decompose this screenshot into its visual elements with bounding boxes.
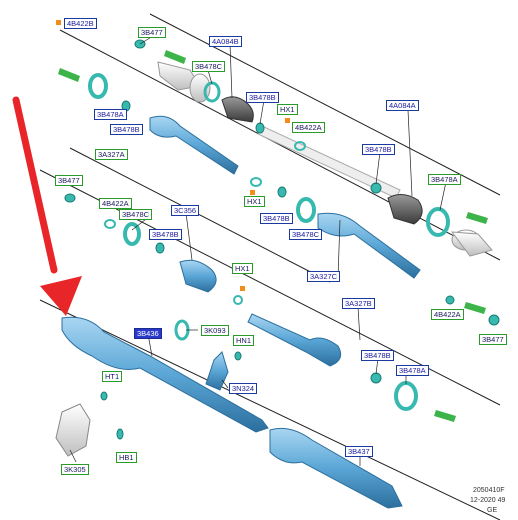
footer-region: GE [487,507,498,514]
label-3N324[interactable]: 3N324 [229,383,258,394]
label-3B478B-left[interactable]: 3B478B [110,124,143,135]
red-arrow-icon [12,96,82,316]
middle-shaft-assembly [64,177,421,305]
lower-right-shaft-assembly [247,295,500,422]
label-HN1[interactable]: HN1 [233,335,255,346]
label-3B478C-mid[interactable]: 3B478C [119,209,153,220]
upper-shaft-assembly [56,20,493,257]
label-3K093[interactable]: 3K093 [201,325,229,336]
label-4B422A-top[interactable]: 4B422A [292,122,325,133]
label-3B436-highlighted[interactable]: 3B436 [134,328,162,339]
label-3B437[interactable]: 3B437 [345,446,373,457]
label-3B478A-low[interactable]: 3B478A [396,365,429,376]
label-3K305[interactable]: 3K305 [61,464,89,475]
label-3A327C[interactable]: 3A327C [307,271,341,282]
label-3B478B-low[interactable]: 3B478B [361,350,394,361]
label-3B478B-mid2[interactable]: 3B478B [260,213,293,224]
label-3B477-top[interactable]: 3B477 [138,27,166,38]
label-3B477-mid[interactable]: 3B477 [55,175,83,186]
label-HX1-top[interactable]: HX1 [277,104,298,115]
footer-code: 2050410F [473,487,505,494]
label-HX1-mid[interactable]: HX1 [244,196,265,207]
label-4A084A[interactable]: 4A084A [386,100,419,111]
label-3B478B-mid[interactable]: 3B478B [149,229,182,240]
label-4B422A-mid[interactable]: 4B422A [99,198,132,209]
label-3B478C-mid2[interactable]: 3B478C [289,229,323,240]
bottom-main-shaft [55,316,403,509]
label-4A084B[interactable]: 4A084B [209,36,242,47]
label-4B422B[interactable]: 4B422B [64,18,97,29]
label-3A327A[interactable]: 3A327A [95,149,128,160]
label-3A327B[interactable]: 3A327B [342,298,375,309]
label-HB1[interactable]: HB1 [116,452,137,463]
label-3B478B-right[interactable]: 3B478B [362,144,395,155]
label-HX1-low[interactable]: HX1 [232,263,253,274]
label-3C356[interactable]: 3C356 [171,205,200,216]
label-3B478C-top[interactable]: 3B478C [192,61,226,72]
label-4B422A-low[interactable]: 4B422A [431,309,464,320]
label-3B477-low[interactable]: 3B477 [479,334,507,345]
label-3B478A-left[interactable]: 3B478A [94,109,127,120]
label-3B478B-top[interactable]: 3B478B [246,92,279,103]
label-HT1[interactable]: HT1 [102,371,123,382]
footer-date: 12-2020 49 [470,497,506,504]
label-3B478A-right[interactable]: 3B478A [428,174,461,185]
